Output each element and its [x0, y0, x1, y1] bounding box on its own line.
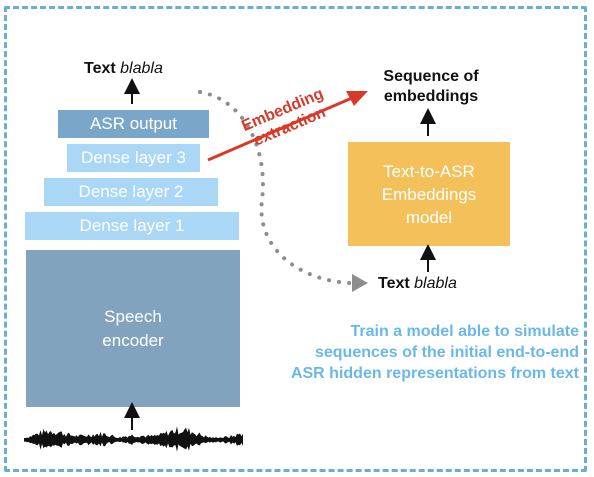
speech-encoder-box: Speech encoder [26, 250, 240, 407]
text-output-prefix: Text [84, 60, 121, 77]
dense-layer-2-label: Dense layer 2 [78, 182, 184, 201]
text-to-asr-model-label: Text-to-ASR Embeddings model [381, 161, 477, 227]
embedding-extraction-arrow [207, 91, 368, 162]
caption-text: Train a model able to simulate sequences… [290, 323, 579, 382]
dense-layer-2-box: Dense layer 2 [44, 178, 218, 206]
speech-encoder-label: Speech encoder [102, 306, 164, 350]
text-output-label: Text blabla [84, 60, 163, 78]
dense-layer-1-box: Dense layer 1 [25, 212, 239, 240]
text-input-label: Text blabla [378, 275, 457, 293]
text-to-asr-model-box: Text-to-ASR Embeddings model [348, 142, 510, 246]
audio-waveform-icon [24, 426, 243, 452]
text-output-italic: blabla [120, 60, 163, 77]
text-input-italic: blabla [414, 275, 457, 292]
asr-output-box: ASR output [58, 110, 209, 138]
sequence-of-embeddings-label: Sequence of embeddings [383, 68, 479, 105]
dashed-frame [4, 6, 587, 472]
asr-output-label: ASR output [90, 114, 177, 133]
dense-layer-3-label: Dense layer 3 [81, 148, 186, 167]
dense-layer-3-box: Dense layer 3 [67, 144, 200, 172]
dense-layer-1-label: Dense layer 1 [79, 216, 185, 235]
dotted-curve-arrow [198, 90, 368, 292]
text-input-prefix: Text [378, 275, 415, 292]
